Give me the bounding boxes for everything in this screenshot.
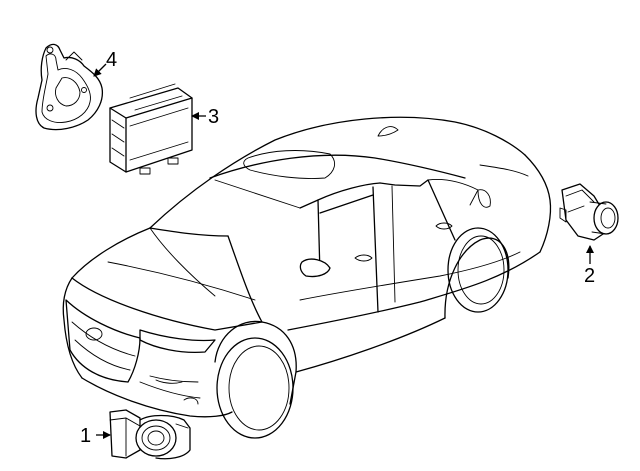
part-3-control-module <box>109 83 193 175</box>
callout-4-label: 4 <box>106 49 117 71</box>
part-1-sensor <box>109 409 191 460</box>
callout-4-leader <box>93 63 107 77</box>
callout-3-label: 3 <box>208 106 219 128</box>
callout-2: 2 <box>584 245 595 287</box>
callout-1-label: 1 <box>80 425 91 447</box>
callout-2-label: 2 <box>584 265 595 287</box>
callout-3: 3 <box>191 106 219 128</box>
part-2-sensor <box>559 183 619 241</box>
callout-1: 1 <box>80 425 111 447</box>
part-4-bracket <box>35 43 104 131</box>
vehicle-illustration <box>62 116 552 439</box>
callout-4: 4 <box>93 49 117 77</box>
